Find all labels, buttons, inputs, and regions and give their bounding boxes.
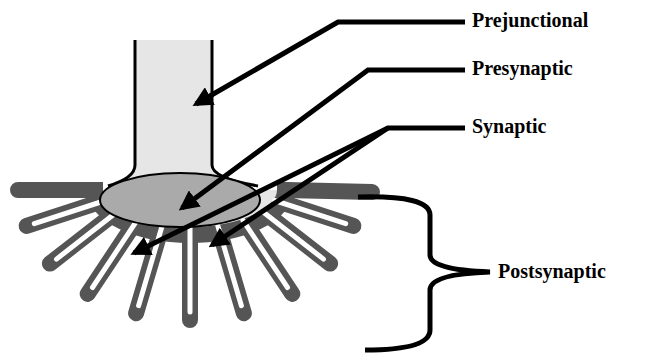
fold-gap bbox=[57, 212, 118, 260]
fold-gap bbox=[34, 201, 105, 224]
leader-line bbox=[134, 128, 388, 253]
axon-wall bbox=[108, 40, 135, 186]
nerve-terminal bbox=[100, 173, 260, 227]
axon-wall bbox=[212, 40, 258, 186]
postsynaptic-bracket bbox=[358, 197, 490, 350]
part-label: Prejunctional bbox=[472, 8, 588, 32]
part-label: Postsynaptic bbox=[498, 259, 606, 283]
fold-gap bbox=[93, 220, 138, 287]
fold-gap bbox=[139, 226, 163, 306]
axon-fill bbox=[108, 40, 258, 186]
fold-gap bbox=[263, 212, 324, 260]
leader-line bbox=[182, 70, 465, 208]
part-label: Presynaptic bbox=[472, 56, 573, 80]
leader-lines bbox=[134, 22, 490, 350]
fold-gap bbox=[275, 201, 346, 224]
leader-line bbox=[196, 22, 465, 104]
leader-line bbox=[212, 128, 465, 245]
fold-gap bbox=[188, 228, 193, 312]
fold-gap bbox=[243, 220, 288, 287]
part-label: Synaptic bbox=[472, 114, 546, 138]
